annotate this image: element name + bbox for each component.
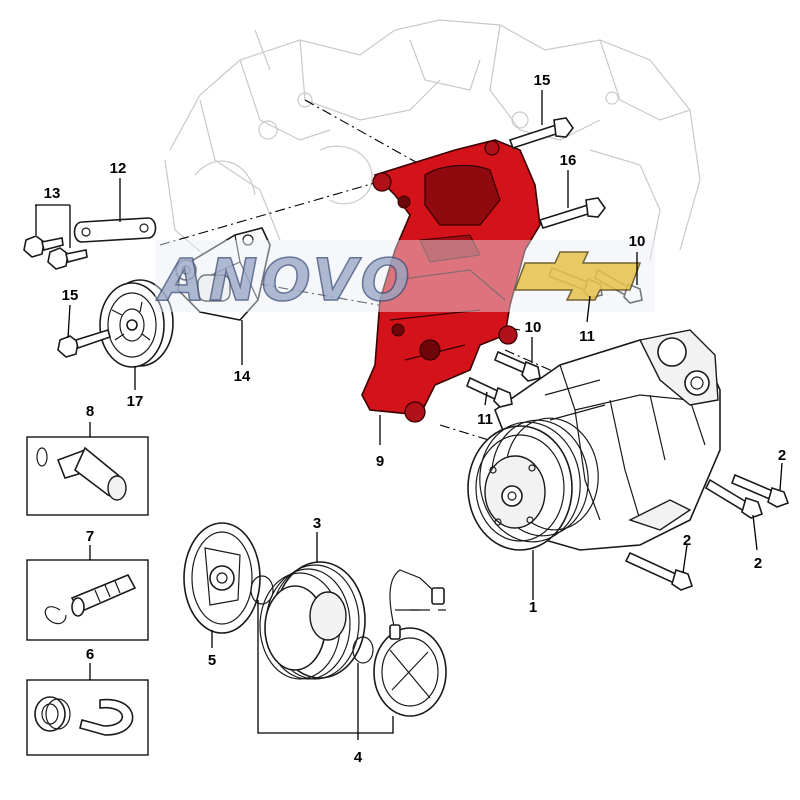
callout-2-lower: 2	[754, 555, 762, 572]
small-bolts	[23, 235, 88, 270]
callout-13: 13	[44, 185, 61, 202]
callout-5: 5	[208, 652, 216, 669]
callout-6: 6	[86, 646, 94, 663]
leader-lines	[35, 90, 783, 740]
engine-background-outline	[164, 19, 701, 261]
mounting-bracket-highlighted	[361, 139, 541, 423]
callout-12: 12	[110, 160, 127, 177]
callout-11-upper: 11	[579, 328, 595, 345]
callout-2-middle: 2	[683, 532, 691, 549]
callout-9: 9	[376, 453, 384, 470]
clutch-coil	[373, 569, 447, 717]
idler-pulley	[57, 279, 174, 368]
snap-rings	[250, 575, 374, 664]
clutch-hub-plate	[183, 522, 261, 634]
ac-compressor	[467, 329, 721, 551]
detail-box-8	[26, 436, 149, 516]
callout-10-upper: 10	[629, 233, 646, 250]
callout-8: 8	[86, 403, 94, 420]
chevrolet-bowtie-logo	[513, 251, 642, 301]
detail-box-6	[26, 679, 149, 756]
callout-14: 14	[234, 368, 251, 385]
callout-4: 4	[354, 749, 363, 766]
callout-15-lower: 15	[62, 287, 79, 304]
callout-16: 16	[560, 152, 577, 169]
watermark: ANOVO	[155, 240, 655, 315]
callout-15-upper: 15	[534, 72, 551, 89]
clutch-pulley	[259, 561, 366, 680]
strap-plate	[73, 217, 157, 243]
watermark-text: ANOVO	[156, 246, 414, 314]
callout-7: 7	[86, 528, 94, 545]
callout-17: 17	[127, 393, 144, 410]
long-bolts	[508, 117, 606, 229]
callout-labels: 1 2 2 2 3 4 5 6 7 8 9 10 10 11 11 12 13 …	[44, 72, 787, 766]
belt-tensioner	[175, 227, 271, 321]
callout-3: 3	[313, 515, 321, 532]
callout-2-upper: 2	[778, 447, 786, 464]
detail-box-7	[26, 559, 149, 641]
callout-11-lower: 11	[477, 411, 493, 428]
callout-10-lower: 10	[525, 319, 542, 336]
callout-1: 1	[529, 599, 537, 616]
compressor-bolts	[624, 473, 790, 591]
